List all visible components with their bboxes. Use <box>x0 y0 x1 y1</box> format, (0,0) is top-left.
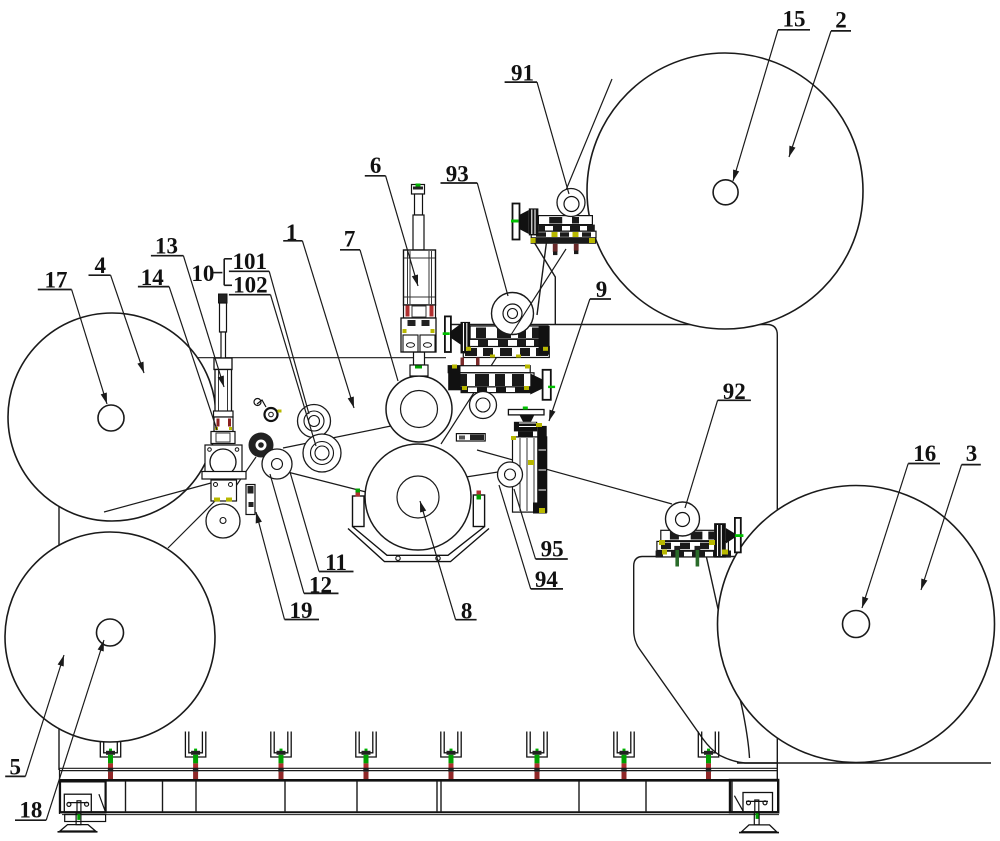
svg-text:11: 11 <box>325 550 347 575</box>
svg-text:2: 2 <box>835 7 847 32</box>
svg-text:12: 12 <box>309 573 332 598</box>
svg-text:7: 7 <box>344 226 356 251</box>
svg-text:91: 91 <box>511 61 534 86</box>
svg-text:10: 10 <box>191 261 214 286</box>
svg-text:18: 18 <box>19 798 42 823</box>
svg-text:94: 94 <box>535 567 559 592</box>
svg-text:92: 92 <box>723 379 746 404</box>
svg-text:8: 8 <box>461 598 473 623</box>
svg-text:19: 19 <box>290 598 313 623</box>
svg-text:16: 16 <box>913 441 936 466</box>
svg-text:17: 17 <box>45 267 68 292</box>
svg-text:14: 14 <box>141 265 165 290</box>
svg-text:9: 9 <box>596 277 608 302</box>
svg-text:15: 15 <box>783 7 806 32</box>
svg-text:95: 95 <box>541 537 564 562</box>
svg-text:13: 13 <box>155 234 178 259</box>
svg-text:5: 5 <box>10 755 22 780</box>
svg-text:4: 4 <box>94 253 106 278</box>
svg-text:1: 1 <box>286 220 298 245</box>
svg-text:101: 101 <box>232 249 267 274</box>
svg-text:93: 93 <box>446 161 469 186</box>
svg-text:3: 3 <box>966 441 978 466</box>
svg-text:6: 6 <box>370 153 382 178</box>
svg-text:102: 102 <box>233 273 268 298</box>
